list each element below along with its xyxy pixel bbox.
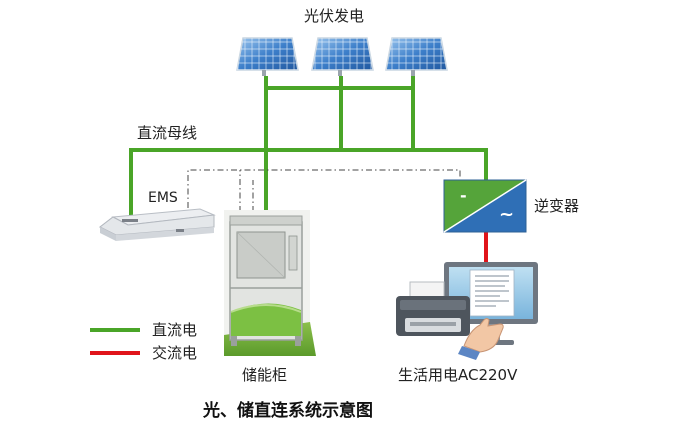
legend-dc-label: 直流电 xyxy=(152,321,198,339)
dc-bus-label: 直流母线 xyxy=(137,124,198,142)
inverter-label: 逆变器 xyxy=(534,197,580,215)
ems-label: EMS xyxy=(148,190,178,206)
inverter-dc-symbol: - xyxy=(460,186,467,205)
legend-lines xyxy=(90,328,140,355)
legend-ac-label: 交流电 xyxy=(152,344,198,362)
load-devices xyxy=(396,262,538,360)
dc-lines xyxy=(129,76,488,217)
solar-panel-2 xyxy=(311,37,374,76)
hand-icon xyxy=(463,318,504,353)
storage-cabinet xyxy=(224,210,316,356)
inverter-box xyxy=(443,179,527,233)
diagram-caption: 光、储直连系统示意图 xyxy=(203,401,373,421)
solar-panel-1 xyxy=(236,37,299,76)
inverter-ac-symbol: ~ xyxy=(499,204,515,225)
solar-panel-3 xyxy=(385,37,448,76)
printer xyxy=(396,281,470,336)
pv-label: 光伏发电 xyxy=(304,7,365,25)
signal-lines xyxy=(187,169,461,212)
ems-unit xyxy=(99,208,216,241)
storage-label: 储能柜 xyxy=(242,366,288,384)
load-label: 生活用电AC220V xyxy=(398,366,518,384)
hand xyxy=(458,318,504,360)
